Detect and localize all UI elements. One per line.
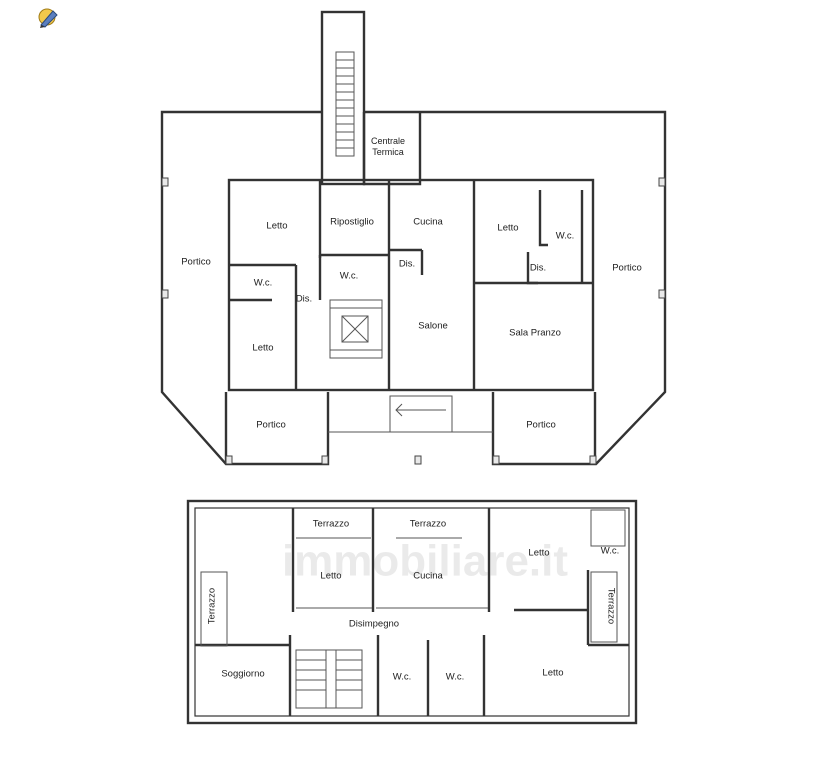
room-label: Cucina xyxy=(413,571,443,582)
room-label: Disimpegno xyxy=(349,619,399,630)
room-label: Letto xyxy=(266,221,287,232)
room-label: Dis. xyxy=(399,259,415,270)
room-label: W.c. xyxy=(393,672,411,683)
tower-stair-steps xyxy=(335,51,355,157)
room-label: Portico xyxy=(256,420,286,431)
room-label: Cucina xyxy=(413,217,443,228)
room-label: Letto xyxy=(320,571,341,582)
entrance-steps xyxy=(389,395,453,433)
room-label: Terrazzo xyxy=(313,519,349,530)
watermark: immobiliare.it xyxy=(282,537,568,586)
room-label: W.c. xyxy=(601,546,619,557)
lower-stair xyxy=(295,649,363,709)
room-label: Dis. xyxy=(296,294,312,305)
room-label: W.c. xyxy=(254,278,272,289)
room-label: W.c. xyxy=(446,672,464,683)
room-label: Terrazzo xyxy=(605,588,616,624)
internal-stair xyxy=(329,299,383,359)
room-label: Letto xyxy=(252,343,273,354)
room-label: Salone xyxy=(418,321,448,332)
room-label: Portico xyxy=(612,263,642,274)
room-label: W.c. xyxy=(340,271,358,282)
centrale-termica-walls xyxy=(362,112,422,186)
pencil-logo-icon xyxy=(38,8,58,28)
room-label: Letto xyxy=(528,548,549,559)
room-label: Letto xyxy=(542,668,563,679)
room-label: Sala Pranzo xyxy=(509,328,561,339)
room-label: Dis. xyxy=(530,263,546,274)
stair-tower xyxy=(320,10,366,186)
lower-floor: Terrazzo Terrazzo Letto W.c. Letto Cucin… xyxy=(186,499,638,725)
room-label: Terrazzo xyxy=(207,588,218,624)
room-label: W.c. xyxy=(556,231,574,242)
room-label: Terrazzo xyxy=(410,519,446,530)
room-label: Ripostiglio xyxy=(330,217,374,228)
room-label: Portico xyxy=(181,257,211,268)
room-label: Letto xyxy=(497,223,518,234)
portico-outline xyxy=(160,110,330,466)
room-label: Portico xyxy=(526,420,556,431)
room-label: Soggiorno xyxy=(221,669,264,680)
house-outer-walls xyxy=(227,178,595,392)
lower-outer-walls xyxy=(186,499,638,725)
